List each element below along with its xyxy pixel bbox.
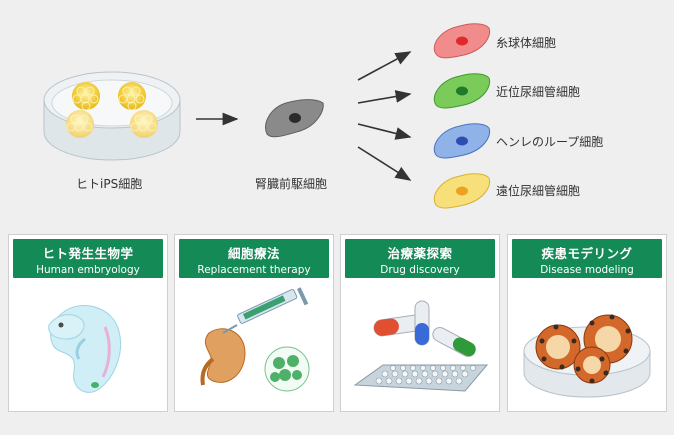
ips-colony-icon	[66, 82, 158, 138]
fan-arrows	[357, 51, 412, 181]
cell-label-henle: ヘンレのループ細胞	[496, 135, 604, 149]
card-drug-discovery: 治療薬探索 Drug discovery	[340, 234, 500, 412]
embryo-icon	[48, 305, 122, 393]
card-header: 細胞療法 Replacement therapy	[179, 239, 329, 278]
card-subtitle: Drug discovery	[380, 264, 460, 276]
glomerular-cell-icon	[433, 23, 491, 59]
card-header: 治療薬探索 Drug discovery	[345, 239, 495, 278]
syringe-kidney-icon	[200, 287, 310, 392]
cell-label-proximal: 近位尿細管細胞	[496, 85, 581, 99]
progenitor-label: 腎臓前駆細胞	[255, 177, 328, 191]
diagram-graphics	[43, 23, 491, 209]
proximal-tubule-cell-icon	[433, 73, 491, 109]
kidney-icon	[200, 328, 246, 386]
card-replacement-therapy: 細胞療法 Replacement therapy	[174, 234, 334, 412]
card-header: 疾患モデリング Disease modeling	[512, 239, 662, 278]
well-plate-icon	[353, 364, 489, 392]
card-title: 細胞療法	[227, 246, 280, 261]
petri-dish-icon	[43, 71, 181, 161]
organoid-icon	[535, 314, 633, 384]
capsules-wellplate-icon	[353, 300, 489, 392]
syringe-icon	[222, 287, 309, 334]
card-title: 治療薬探索	[387, 246, 453, 261]
ips-cell-label: ヒトiPS細胞	[76, 177, 143, 191]
card-subtitle: Disease modeling	[540, 264, 634, 276]
application-cards: ヒト発生生物学 Human embryology 細胞療法 Replacemen…	[0, 222, 674, 435]
organoid-dish-icon	[523, 314, 651, 398]
card-header: ヒト発生生物学 Human embryology	[13, 239, 163, 278]
card-human-embryology: ヒト発生生物学 Human embryology	[8, 234, 168, 412]
cell-label-glomerular: 糸球体細胞	[496, 36, 557, 50]
differentiation-diagram: ヒトiPS細胞 腎臓前駆細胞 糸球体細胞 近位尿細管細胞 ヘンレのループ細胞 遠…	[43, 23, 604, 209]
distal-tubule-cell-icon	[433, 173, 491, 209]
progenitor-cell-icon	[265, 99, 324, 138]
card-disease-modeling: 疾患モデリング Disease modeling	[507, 234, 667, 412]
cell-cluster-icon	[264, 346, 310, 392]
card-subtitle: Human embryology	[36, 264, 140, 276]
card-title: ヒト発生生物学	[42, 246, 134, 261]
cell-label-distal: 遠位尿細管細胞	[496, 184, 581, 198]
card-subtitle: Replacement therapy	[197, 264, 311, 276]
card-title: 疾患モデリング	[541, 246, 633, 261]
capsule-icon	[373, 300, 476, 357]
loop-of-henle-cell-icon	[433, 123, 491, 159]
